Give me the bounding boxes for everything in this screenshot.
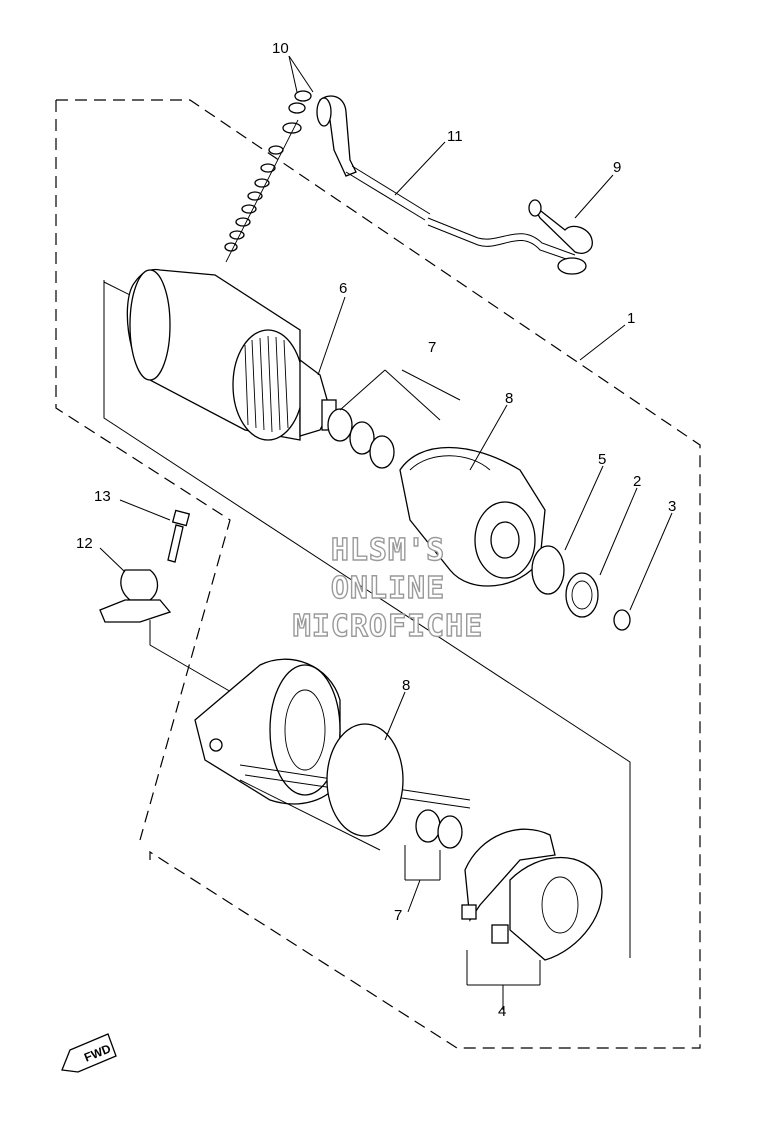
- boot-cap: [528, 199, 593, 254]
- callout-8-upper: 8: [505, 390, 513, 407]
- callout-labels: 10 11 9 6 1 7 8 5 2 3 13 12 8 7 4: [76, 40, 676, 1020]
- brush-holder-assembly: [461, 828, 603, 986]
- o-ring-lower: [326, 723, 404, 837]
- bolt: [167, 509, 191, 563]
- callout-12: 12: [76, 535, 93, 552]
- shim-washers-lower: [404, 809, 463, 881]
- fwd-arrow: FWD: [61, 1033, 117, 1073]
- watermark-line-3: MICROFICHE: [293, 609, 484, 644]
- watermark-line-1: HLSM'S: [331, 533, 445, 568]
- callout-13: 13: [94, 488, 111, 505]
- starter-gear: [565, 572, 599, 618]
- leader-lines: [99, 55, 673, 1010]
- nut-washer-stack: [224, 90, 312, 263]
- callout-10: 10: [272, 40, 289, 57]
- watermark-line-2: ONLINE: [331, 571, 445, 606]
- starter-cable: [316, 95, 587, 275]
- circlip: [613, 609, 631, 631]
- callout-9: 9: [613, 159, 621, 176]
- assembly-boundary-dashed: [55, 99, 701, 1049]
- rear-housing: [194, 658, 341, 805]
- callout-1: 1: [627, 310, 635, 327]
- callout-11: 11: [447, 128, 463, 145]
- armature-windings: [244, 335, 289, 433]
- front-cover: [399, 446, 546, 587]
- callout-2: 2: [633, 473, 641, 490]
- cable-clamp: [99, 569, 172, 623]
- motor-yoke: [126, 268, 337, 441]
- callout-6: 6: [339, 280, 347, 297]
- shim-washers-upper: [327, 369, 461, 469]
- callout-5: 5: [598, 451, 606, 468]
- callout-7-upper: 7: [428, 339, 436, 356]
- callout-7-lower: 7: [394, 907, 402, 924]
- callout-4: 4: [498, 1003, 506, 1020]
- callout-3: 3: [668, 498, 676, 515]
- callout-8-lower: 8: [402, 677, 410, 694]
- watermark: HLSM'S ONLINE MICROFICHE: [292, 532, 484, 644]
- o-ring-small: [531, 545, 565, 595]
